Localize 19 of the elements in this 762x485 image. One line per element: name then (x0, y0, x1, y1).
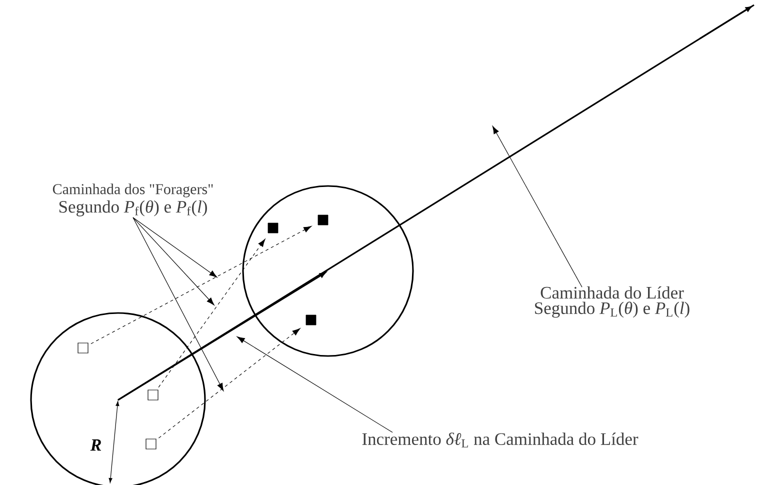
leader-line (132, 217, 218, 278)
circle (242, 185, 414, 357)
annotation-text: Incremento δℓ$_{L}$ na Caminhada do Líder (362, 432, 638, 448)
dimension-label: R (90, 439, 102, 451)
annotation-text: Caminhada dos "Foragers" Segundo P$_{f}$(θ) e P$_{f}$(l) (52, 184, 213, 216)
leader-line (492, 126, 582, 288)
filled-square (318, 214, 328, 226)
filled-square (268, 222, 278, 234)
dashed-arrow (90, 226, 312, 344)
dashed-arrow (158, 328, 300, 438)
filled-square (306, 314, 316, 326)
leader-line (236, 336, 393, 433)
annotation-text: Caminhada do Líder Segundo P$_{L}$(θ) e P$_{L}$(l) (535, 286, 690, 318)
hollow-square (78, 342, 88, 354)
hollow-square (146, 438, 156, 450)
leader-line (132, 217, 214, 306)
dashed-arrow (158, 238, 266, 388)
leader-line (132, 217, 224, 392)
hollow-square (148, 390, 158, 400)
